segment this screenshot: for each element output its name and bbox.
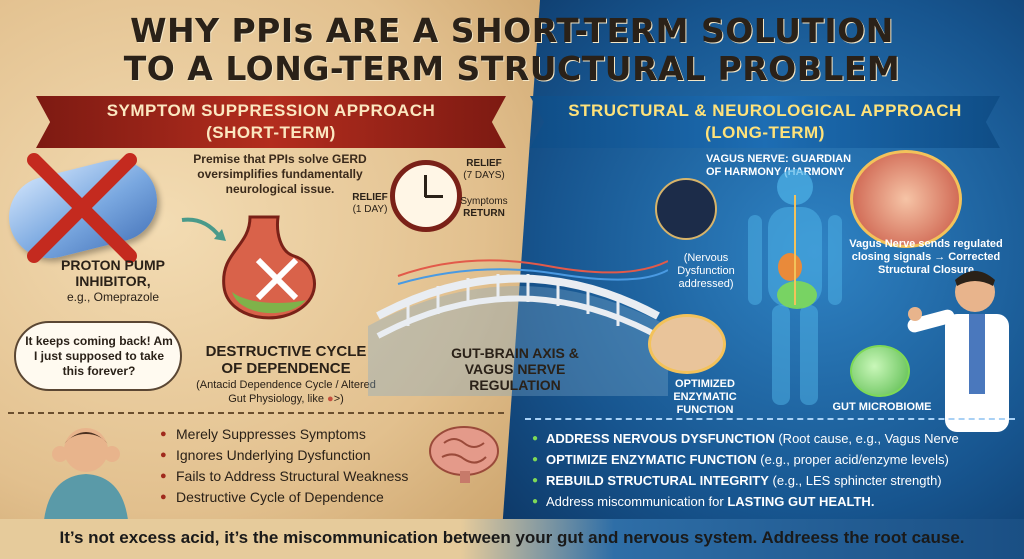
list-item: ADDRESS NERVOUS DYSFUNCTION (Root cause,…	[532, 428, 1012, 449]
vagus-nerve-brain-icon	[655, 178, 717, 240]
ppi-example: e.g., Omeprazole	[66, 290, 160, 304]
bridge-illustration	[368, 259, 668, 396]
list-item: REBUILD STRUCTURAL INTEGRITY (e.g., LES …	[532, 470, 1012, 491]
symptoms-label: Symptoms	[460, 196, 508, 207]
title-line-2: TO A LONG-TERM STRUCTURAL PROBLEM	[123, 49, 901, 88]
return-label: RETURN	[463, 208, 505, 219]
long-term-banner-subtitle: (LONG-TERM)	[705, 123, 825, 142]
worried-person-illustration	[44, 428, 128, 520]
list-item-bold: REBUILD STRUCTURAL INTEGRITY	[546, 473, 769, 488]
doctor-illustration	[907, 271, 1009, 432]
microbiome-icon	[850, 345, 910, 397]
human-figure-illustration	[748, 169, 842, 405]
vagus-title: VAGUS NERVE: GUARDIAN OF HARMONY (HARMON…	[706, 153, 852, 178]
relief-days-left: (1 DAY)	[352, 204, 388, 215]
short-term-bullet-list: Merely Suppresses Symptoms Ignores Under…	[160, 424, 460, 508]
cycle-title: DESTRUCTIVE CYCLE OF DEPENDENCE	[205, 343, 367, 377]
list-item-rest: (Root cause, e.g., Vagus Nerve	[774, 431, 959, 446]
list-item-bold-end: LASTING GUT HEALTH.	[727, 494, 875, 509]
list-item: Fails to Address Structural Weakness	[160, 466, 460, 487]
footer-banner: It’s not excess acid, it’s the miscommun…	[0, 519, 1024, 559]
speech-bubble-text: It keeps coming back! Am I just supposed…	[25, 334, 173, 378]
speech-bubble	[14, 321, 182, 391]
list-item: OPTIMIZE ENZYMATIC FUNCTION (e.g., prope…	[532, 449, 1012, 470]
footer-text: It’s not excess acid, it’s the miscommun…	[59, 528, 965, 547]
microbiome-label: GUT MICROBIOME	[832, 401, 932, 413]
list-item-rest: (e.g., proper acid/enzyme levels)	[756, 452, 949, 467]
clock-icon	[390, 160, 462, 232]
long-term-banner-title: STRUCTURAL & NEUROLOGICAL APPROACH	[568, 101, 962, 120]
premise-text: Premise that PPIs solve GERD oversimplif…	[193, 152, 367, 196]
les-sphincter-illustration	[850, 150, 962, 248]
enzymatic-label: OPTIMIZED ENZYMATIC FUNCTION	[673, 378, 737, 416]
ppi-label: PROTON PUMP INHIBITOR,	[61, 257, 165, 289]
list-item-bold: OPTIMIZE ENZYMATIC FUNCTION	[546, 452, 757, 467]
pancreas-icon	[648, 314, 726, 374]
stomach-illustration	[222, 215, 316, 320]
title-line-1: WHY PPIs ARE A SHORT-TERM SOLUTION	[130, 11, 894, 50]
right-divider	[525, 418, 1015, 420]
list-item: Merely Suppresses Symptoms	[160, 424, 460, 445]
symptoms-return: Symptoms RETURN	[456, 196, 512, 220]
list-item: Destructive Cycle of Dependence	[160, 487, 460, 508]
list-item-bold: ADDRESS NERVOUS DYSFUNCTION	[546, 431, 775, 446]
clock-minute-hand	[424, 175, 427, 197]
cycle-subtitle: (Antacid Dependence Cycle / Altered Gut …	[186, 378, 386, 406]
relief-1-day: RELIEF (1 DAY)	[350, 192, 390, 216]
short-term-banner-title: SYMPTOM SUPPRESSION APPROACH	[106, 101, 436, 120]
list-item: Ignores Underlying Dysfunction	[160, 445, 460, 466]
short-term-banner-subtitle: (SHORT-TERM)	[206, 123, 336, 142]
vagus-signals-label: Vagus Nerve sends regulated closing sign…	[849, 238, 1003, 276]
relief-label-left: RELIEF	[352, 192, 388, 203]
arrow-icon	[181, 217, 226, 241]
left-divider	[8, 412, 504, 414]
list-item-rest: (e.g., LES sphincter strength)	[768, 473, 942, 488]
clock-hour-hand	[425, 195, 443, 198]
red-x-icon	[27, 153, 137, 263]
page-title: WHY PPIs ARE A SHORT-TERM SOLUTION TO A …	[0, 12, 1024, 88]
cycle-subtitle-end: >)	[333, 393, 344, 405]
long-term-banner: STRUCTURAL & NEUROLOGICAL APPROACH (LONG…	[530, 96, 1000, 148]
list-item: Address miscommunication for LASTING GUT…	[532, 491, 1012, 512]
long-term-bullet-list: ADDRESS NERVOUS DYSFUNCTION (Root cause,…	[532, 428, 1012, 512]
list-item-rest: Address miscommunication for	[546, 494, 728, 509]
short-term-banner: SYMPTOM SUPPRESSION APPROACH (SHORT-TERM…	[36, 96, 506, 148]
relief-days-right: (7 DAYS)	[463, 170, 505, 181]
gut-brain-axis-label: GUT-BRAIN AXIS & VAGUS NERVE REGULATION	[451, 345, 579, 393]
cycle-subtitle-text: (Antacid Dependence Cycle / Altered Gut …	[196, 379, 376, 405]
brain-icon	[429, 426, 499, 483]
stomach-mini-icon: ●	[327, 393, 334, 405]
nervous-dysfunction-label: (Nervous Dysfunction addressed)	[677, 252, 735, 290]
relief-label-right: RELIEF	[466, 158, 502, 169]
relief-7-days: RELIEF (7 DAYS)	[460, 158, 508, 182]
